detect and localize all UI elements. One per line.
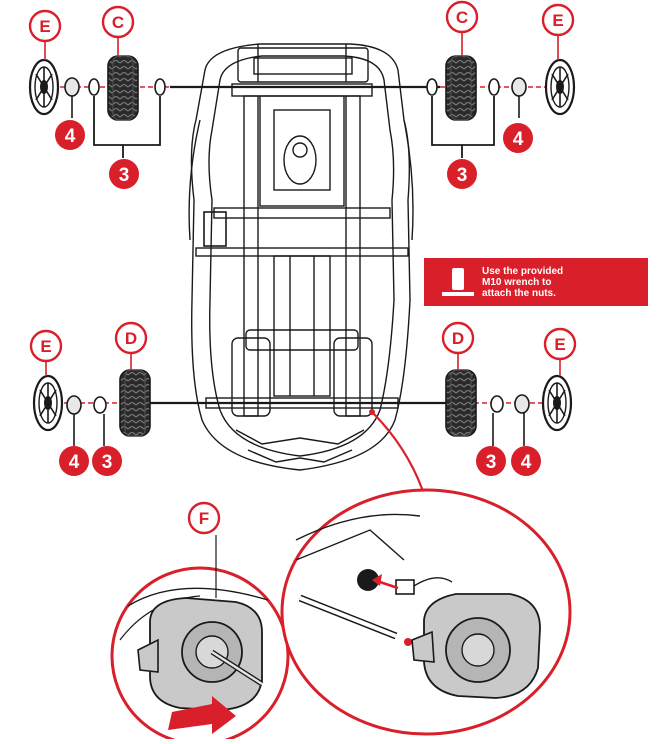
wrench-instruction: Use the provided M10 wrench to attach th… [482, 266, 652, 299]
tire-front-right [445, 369, 477, 437]
svg-text:4: 4 [69, 452, 80, 473]
washer-rear-left-outer [88, 78, 100, 96]
svg-text:3: 3 [486, 452, 497, 473]
label-e-rear-left: E [28, 9, 62, 60]
svg-text:E: E [554, 335, 565, 354]
wrench-instruction-line-3: attach the nuts. [482, 288, 556, 299]
detail-view-installed [110, 535, 290, 744]
wrench-icon [442, 268, 474, 296]
detail-view-exploded [280, 488, 572, 736]
rear-right-wheel-group [426, 55, 576, 158]
front-left-wheel-group [32, 369, 151, 446]
label-e-rear-right: E [541, 3, 575, 60]
badge-washer-front-right: 3 [476, 446, 506, 476]
badge-nut-front-left: 4 [59, 446, 89, 476]
svg-text:4: 4 [513, 129, 524, 150]
svg-text:E: E [39, 17, 50, 36]
gearbox-exploded [411, 593, 541, 699]
wheel-cap-rear-right [544, 58, 576, 116]
svg-text:C: C [456, 8, 468, 27]
svg-text:D: D [125, 329, 137, 348]
badge-nut-front-right: 4 [511, 446, 541, 476]
tire-rear-left [107, 55, 139, 121]
label-c-rear-right: C [445, 0, 479, 56]
tire-front-left [119, 369, 151, 437]
rear-left-wheel-group [28, 55, 170, 158]
gearbox-installed [137, 597, 263, 711]
wrench-callout [424, 258, 648, 306]
push-arrow [168, 696, 236, 734]
wrench-instruction-line-2: M10 wrench to [482, 277, 552, 288]
svg-text:E: E [40, 337, 51, 356]
svg-text:3: 3 [119, 165, 130, 186]
badge-nut-rear-right: 4 [503, 123, 533, 153]
axles [150, 85, 450, 405]
nut-front-right [514, 394, 530, 414]
svg-text:D: D [452, 329, 464, 348]
label-f-gearbox: F [187, 501, 221, 535]
wrench-instruction-line-1: Use the provided [482, 266, 564, 277]
label-d-front-left: D [114, 321, 148, 370]
badge-washer-front-left: 3 [92, 446, 122, 476]
label-d-front-right: D [441, 321, 475, 370]
badge-washer-rear-left: 3 [109, 159, 139, 189]
badge-nut-rear-left: 4 [55, 120, 85, 150]
svg-text:4: 4 [65, 126, 76, 147]
badge-washer-rear-right: 3 [447, 159, 477, 189]
svg-text:3: 3 [457, 165, 468, 186]
wheel-cap-front-left [32, 374, 64, 432]
front-right-wheel-group [445, 369, 573, 446]
nut-front-left [66, 395, 82, 415]
nut-rear-left [64, 77, 80, 97]
washer-rear-right-outer [488, 78, 500, 96]
tire-rear-right [445, 55, 477, 121]
svg-text:C: C [112, 13, 124, 32]
label-c-rear-left: C [101, 5, 135, 56]
label-e-front-left: E [29, 329, 63, 376]
wheel-cap-front-right [541, 374, 573, 432]
washer-front-left [93, 396, 107, 414]
motor-connector [395, 577, 453, 595]
svg-text:3: 3 [102, 452, 113, 473]
svg-text:E: E [552, 11, 563, 30]
wheel-cap-rear-left [28, 58, 60, 116]
nut-rear-right [511, 77, 527, 97]
washer-front-right [490, 395, 504, 413]
washer-rear-right-inner [426, 78, 438, 96]
svg-text:F: F [199, 509, 209, 528]
svg-text:4: 4 [521, 452, 532, 473]
washer-rear-left-inner [154, 78, 166, 96]
detail-leader-line [371, 411, 428, 501]
vehicle-frame [188, 43, 414, 471]
label-e-front-right: E [543, 327, 577, 376]
